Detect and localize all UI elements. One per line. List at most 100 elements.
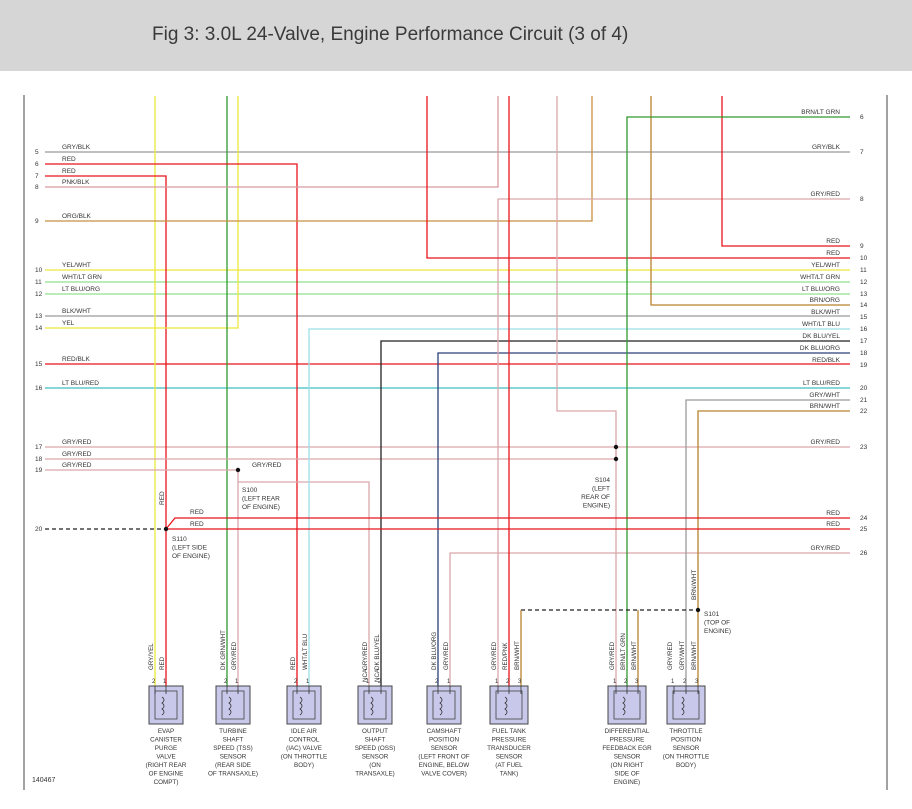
- left-wire-label-13: BLK/WHT: [62, 308, 91, 315]
- component-iac-label-1: CONTROL: [289, 737, 320, 744]
- right-wire-label-6: BRN/LT GRN: [801, 109, 840, 116]
- component-tss-label-5: OF TRANSAXLE): [208, 771, 258, 778]
- left-pin-17: 17: [35, 444, 43, 451]
- component-ftp-label-2: TRANSDUCER: [487, 745, 531, 752]
- right-pin-11: 11: [860, 267, 867, 274]
- component-ftp-label-0: FUEL TANK: [492, 728, 527, 735]
- component-evap-label-5: OF ENGINE: [149, 771, 184, 778]
- s101-dot: [695, 607, 701, 613]
- left-pin-12: 12: [35, 291, 43, 298]
- s110-red-lower-label: RED: [190, 521, 204, 528]
- left-wire-label-7: RED: [62, 168, 76, 175]
- left-pin-14: 14: [35, 325, 43, 332]
- component-iac-label-3: (ON THROTTLE: [281, 754, 327, 761]
- component-tp-wire-2: BRN/WHT: [691, 641, 698, 670]
- right-pin-7: 7: [860, 149, 864, 156]
- left-wire-label-18: GRY/RED: [62, 451, 92, 458]
- right-pin-6: 6: [860, 114, 864, 121]
- left-pin-15: 15: [35, 361, 43, 368]
- component-tss-label-3: SENSOR: [220, 754, 247, 761]
- right-wire-label-11: YEL/WHT: [811, 262, 840, 269]
- left-pin-20: 20: [35, 526, 43, 533]
- right-wire-label-9: RED: [826, 238, 840, 245]
- component-tp-label-3: (ON THROTTLE: [663, 754, 709, 761]
- splice-s100-line-2: OF ENGINE): [242, 504, 280, 511]
- component-iac-wire-0: RED: [290, 656, 297, 670]
- component-cmp-wire-1: GRY/RED: [443, 641, 450, 670]
- component-oss-pin-2: 2: [378, 679, 382, 685]
- component-dpfe-label-1: PRESSURE: [610, 737, 645, 744]
- left-wire-label-9: ORG/BLK: [62, 213, 92, 220]
- right-pin-18: 18: [860, 350, 868, 357]
- right-wire-label-21: GRY/WHT: [809, 392, 840, 399]
- component-dpfe-pin-3: 3: [635, 679, 639, 685]
- right-wire-label-13: LT BLU/ORG: [802, 286, 840, 293]
- splice-s104-line-0: S104: [595, 477, 611, 484]
- component-dpfe-coil-icon: [622, 696, 626, 716]
- left-pin-8: 8: [35, 184, 39, 191]
- component-cmp-label-0: CAMSHAFT: [427, 728, 462, 735]
- component-tp-label-4: BODY): [676, 762, 696, 769]
- wire-yel-14: [45, 96, 239, 329]
- component-ftp-pin-3: 3: [518, 679, 522, 685]
- splice-s100-line-0: S100: [242, 487, 258, 494]
- left-wire-label-19: GRY/RED: [62, 462, 92, 469]
- component-evap-label-2: PURGE: [155, 745, 177, 752]
- component-ftp-label-3: SENSOR: [496, 754, 523, 761]
- right-pin-19: 19: [860, 362, 868, 369]
- component-dpfe-label-6: ENGINE): [614, 779, 640, 786]
- component-cmp-pin-2: 2: [435, 679, 439, 685]
- component-oss-label-1: SHAFT: [365, 737, 386, 744]
- wire-red-24: [165, 517, 850, 530]
- component-cmp-label-4: ENGINE, BELOW: [419, 762, 469, 769]
- right-pin-17: 17: [860, 338, 868, 345]
- component-oss-wire-1: DK BLU/YEL: [374, 634, 381, 670]
- left-wire-label-12: LT BLU/ORG: [62, 286, 100, 293]
- right-wire-label-16: WHT/LT BLU: [802, 321, 840, 328]
- component-oss-nca-1: NCA: [374, 668, 381, 682]
- component-cmp-pin-1: 1: [447, 679, 451, 685]
- left-wire-label-15: RED/BLK: [62, 356, 90, 363]
- right-pin-9: 9: [860, 243, 864, 250]
- left-pin-19: 19: [35, 467, 43, 474]
- right-wire-label-24: RED: [826, 510, 840, 517]
- component-cmp-label-5: VALVE COVER): [421, 771, 467, 778]
- component-evap-wire-1: RED: [159, 656, 166, 670]
- component-oss-symbol: [363, 690, 387, 720]
- wire-gry-red-oss: [238, 481, 370, 686]
- right-wire-label-10: RED: [826, 250, 840, 257]
- figure-title: Fig 3: 3.0L 24-Valve, Engine Performance…: [152, 24, 629, 45]
- wire-gry-red-dpfe: [556, 96, 617, 686]
- component-evap-label-6: COMPT): [154, 779, 179, 786]
- s110-red-upper-label: RED: [190, 509, 204, 516]
- component-tss-label-0: TURBINE: [219, 728, 247, 735]
- component-evap-pin-1: 1: [163, 679, 167, 685]
- right-wire-label-22: BRN/WHT: [810, 403, 840, 410]
- component-evap-label-3: VALVE: [156, 754, 175, 761]
- component-ftp-wire-1: RED/PNK: [502, 642, 509, 670]
- splice-s101-line-0: S101: [704, 611, 720, 618]
- component-cmp-coil-icon: [439, 696, 443, 716]
- right-pin-23: 23: [860, 444, 868, 451]
- splice-s101-line-1: (TOP OF: [704, 620, 730, 627]
- component-tss-pin-2: 2: [224, 679, 228, 685]
- component-iac: [286, 685, 322, 725]
- component-oss-pin-1: 1: [366, 679, 370, 685]
- wire-gry-red-tss: [45, 469, 239, 686]
- left-pin-7: 7: [35, 173, 39, 180]
- right-wire-label-26: GRY/RED: [811, 545, 841, 552]
- wire-brn-wht-tp: [697, 410, 850, 686]
- component-tp-pin-1: 1: [671, 679, 675, 685]
- component-dpfe-label-2: FEEDBACK EGR: [602, 745, 652, 752]
- right-pin-21: 21: [860, 397, 868, 404]
- right-pin-15: 15: [860, 314, 868, 321]
- s110-dot: [163, 526, 169, 532]
- component-tp-label-0: THROTTLE: [669, 728, 702, 735]
- component-tp-pin-3: 3: [695, 679, 699, 685]
- right-pin-25: 25: [860, 526, 868, 533]
- component-tp-coil-icon: [681, 696, 685, 716]
- component-oss-label-5: TRANSAXLE): [355, 771, 395, 778]
- wire-brn-org-14: [650, 96, 850, 306]
- component-evap-coil-icon: [161, 696, 165, 716]
- component-ftp-coil-icon: [504, 696, 508, 716]
